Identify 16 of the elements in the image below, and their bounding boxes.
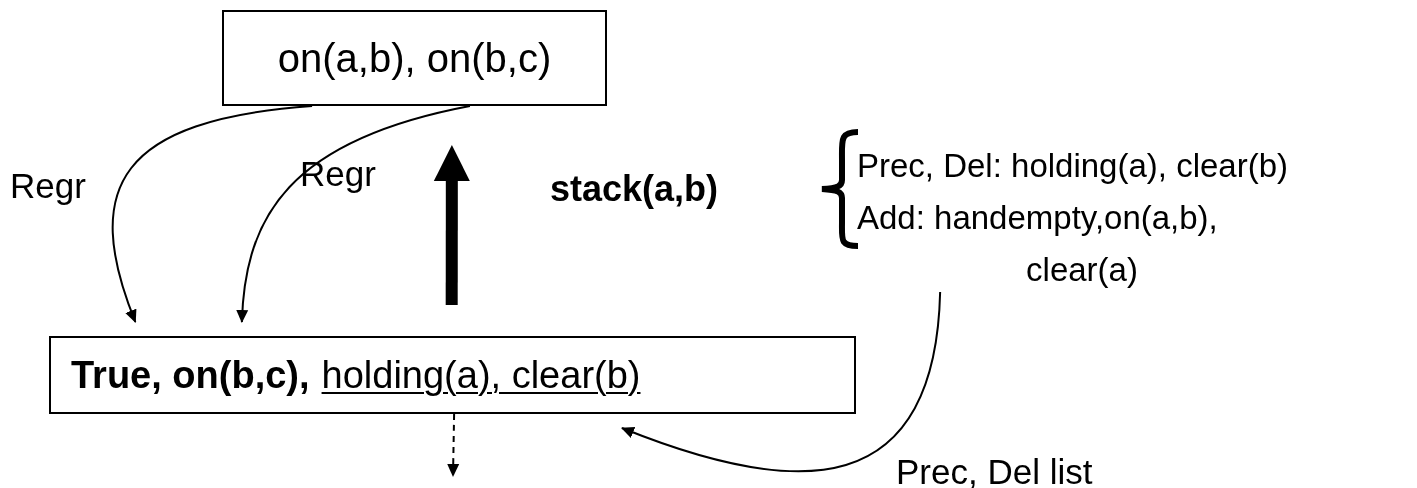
state-box	[49, 336, 856, 414]
node-text: Prec, Del: holding(a), clear(b)	[857, 146, 1289, 186]
thick-arrow	[433, 145, 470, 306]
node-text: Add: handempty,on(a,b), clear(a)	[857, 198, 1219, 290]
edge-label: Regr	[10, 165, 86, 207]
edge-label: Regr	[300, 153, 376, 195]
dashed-arrow	[447, 413, 460, 477]
edge-label: Prec, Del list	[896, 451, 1093, 488]
edge-label: stack(a,b)	[550, 167, 719, 211]
node-text: True, on(b,c),	[71, 352, 310, 398]
state-box	[222, 10, 607, 106]
node-text: holding(a), clear(b)	[321, 352, 641, 398]
arrow	[111, 105, 314, 323]
arrow	[620, 291, 942, 472]
arrow	[236, 105, 471, 323]
node-text: on(a,b), on(b,c)	[277, 35, 552, 82]
